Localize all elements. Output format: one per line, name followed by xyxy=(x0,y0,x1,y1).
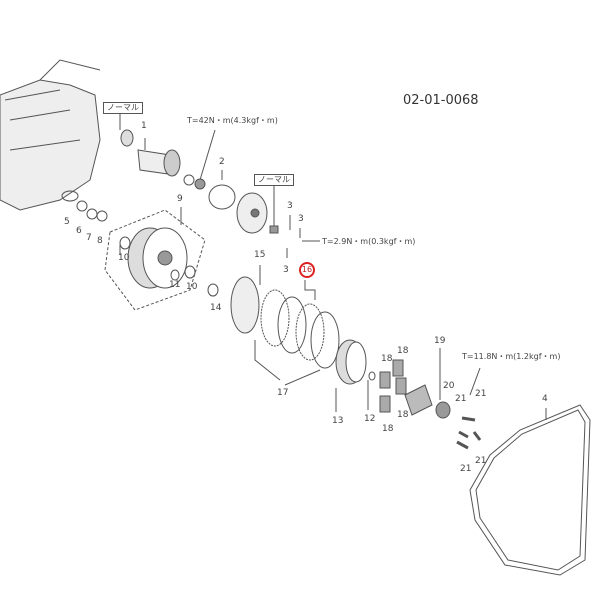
highlighted-part-label[interactable]: 16 xyxy=(299,262,315,278)
part-label: 4 xyxy=(542,394,548,404)
part-label: 6 xyxy=(76,226,82,236)
part-label: 18 xyxy=(397,410,409,420)
part-label: 11 xyxy=(169,280,181,290)
part-label: 3 xyxy=(287,201,293,211)
part-label: 21 xyxy=(475,389,487,399)
part-label: 18 xyxy=(397,346,409,356)
part-label: 8 xyxy=(97,236,103,246)
torque-spec: T=42N・m(4.3kgf・m) xyxy=(187,116,278,125)
part-label: 18 xyxy=(382,424,394,434)
part-label: 10 xyxy=(186,282,198,292)
part-label: 3 xyxy=(298,214,304,224)
part-label: 17 xyxy=(277,388,289,398)
part-label: 9 xyxy=(177,194,183,204)
torque-spec: T=11.8N・m(1.2kgf・m) xyxy=(462,352,561,361)
normal-tag: ノーマル xyxy=(103,102,143,114)
part-label: 13 xyxy=(332,416,344,426)
diagram-code: 02-01-0068 xyxy=(403,93,479,108)
part-label: 3 xyxy=(283,265,289,275)
part-label: 19 xyxy=(434,336,446,346)
part-label: 21 xyxy=(475,456,487,466)
part-label: 21 xyxy=(455,394,467,404)
part-label: 1 xyxy=(141,121,147,131)
part-label: 5 xyxy=(64,217,70,227)
part-label: 10 xyxy=(118,253,130,263)
part-label: 2 xyxy=(219,157,225,167)
part-label: 21 xyxy=(460,464,472,474)
part-label: 7 xyxy=(86,233,92,243)
torque-spec: T=2.9N・m(0.3kgf・m) xyxy=(322,237,416,246)
part-label: 14 xyxy=(210,303,222,313)
part-label: 20 xyxy=(443,381,455,391)
normal-tag: ノーマル xyxy=(254,174,294,186)
part-label: 18 xyxy=(381,354,393,364)
part-label: 15 xyxy=(254,250,266,260)
part-label: 12 xyxy=(364,414,376,424)
